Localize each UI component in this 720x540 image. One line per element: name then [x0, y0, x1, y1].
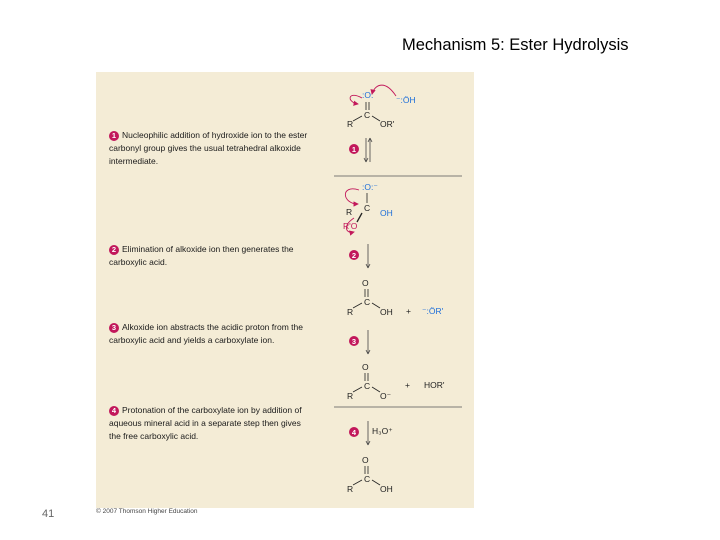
step-4-text: Protonation of the carboxylate ion by ad… — [109, 405, 302, 441]
step-2-text: Elimination of alkoxide ion then generat… — [109, 244, 294, 267]
carboxylate-carbon: C — [364, 381, 370, 391]
tetrahedral-intermediate: :O:⁻ C R OH R'O — [343, 182, 393, 236]
step-2-arrow-badge: 2 — [352, 251, 356, 260]
alkoxide-oxygen: :O:⁻ — [362, 182, 378, 192]
final-r-group: R — [347, 484, 353, 494]
plus-sign-2: + — [405, 380, 410, 390]
arrow-hydroxide-attack — [370, 84, 397, 97]
ester-carbonyl-oxygen: :O: — [362, 90, 373, 100]
arrow-pi-to-oxygen — [349, 94, 363, 106]
tetrahedral-hydroxyl: OH — [380, 208, 393, 218]
acid-hydroxyl: OH — [380, 307, 393, 317]
free-carboxylic-acid: O C R OH — [347, 455, 393, 494]
tetrahedral-r-group: R — [346, 207, 352, 217]
step-4-arrow: 4 H₃O⁺ — [349, 421, 393, 446]
hydronium-reagent: H₃O⁺ — [372, 426, 393, 436]
tetrahedral-alkoxy: R'O — [343, 221, 358, 231]
ester-alkoxy: OR' — [380, 119, 395, 129]
arrow-alkoxide-leaves — [346, 217, 355, 236]
plus-sign-1: + — [406, 306, 411, 316]
hydroxide-ion: ⁻:ÖH — [396, 95, 416, 105]
step-2-badge: 2 — [109, 245, 119, 255]
carboxylic-acid-plus-alkoxide: O C R OH + ⁻:ÖR' — [347, 278, 444, 317]
tetrahedral-carbon: C — [364, 203, 370, 213]
carboxylate-oxygen: O — [362, 362, 369, 372]
arrow-reform-carbonyl — [344, 188, 360, 207]
mechanism-structures: :O: C R OR' ⁻:ÖH 1 :O:⁻ C R — [334, 84, 462, 494]
carboxylate-r-group: R — [347, 391, 353, 401]
acid-carbon: C — [364, 297, 370, 307]
step-1-text: Nucleophilic addition of hydroxide ion t… — [109, 130, 308, 166]
acid-r-group: R — [347, 307, 353, 317]
step-1-badge: 1 — [109, 131, 119, 141]
final-carbon: C — [364, 474, 370, 484]
step-4-badge: 4 — [109, 406, 119, 416]
carboxylate-plus-alcohol: O C R O⁻ + HOR' — [347, 362, 445, 401]
ester-r-group: R — [347, 119, 353, 129]
final-carbonyl-oxygen: O — [362, 455, 369, 465]
ester-structure: :O: C R OR' ⁻:ÖH — [347, 84, 416, 129]
slide-title: Mechanism 5: Ester Hydrolysis — [402, 36, 629, 54]
step-4-arrow-badge: 4 — [352, 428, 357, 437]
slide-number: 41 — [42, 508, 55, 520]
step-1-arrow-badge: 1 — [352, 145, 356, 154]
acid-carbonyl-oxygen: O — [362, 278, 369, 288]
carboxylate-anion: O⁻ — [380, 391, 392, 401]
alcohol-product: HOR' — [424, 380, 445, 390]
step-3-arrow-badge: 3 — [352, 337, 356, 346]
final-hydroxyl: OH — [380, 484, 393, 494]
alkoxide-ion: ⁻:ÖR' — [422, 306, 444, 316]
ester-carbon: C — [364, 110, 370, 120]
step-3-text: Alkoxide ion abstracts the acidic proton… — [109, 322, 303, 345]
step-3-badge: 3 — [109, 323, 119, 333]
copyright-notice: © 2007 Thomson Higher Education — [96, 508, 198, 515]
step-3-arrow: 3 — [349, 330, 371, 355]
step-1-equilibrium: 1 — [349, 137, 373, 163]
step-2-arrow: 2 — [349, 244, 371, 269]
